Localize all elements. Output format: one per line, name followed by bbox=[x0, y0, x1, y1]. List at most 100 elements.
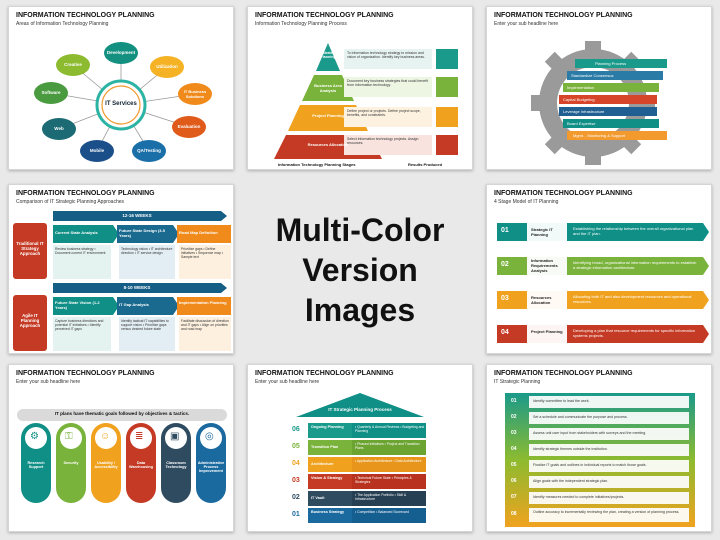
list-number: 04 bbox=[511, 446, 517, 452]
gear-bar: Mgmt. , Monitoring & Support bbox=[573, 133, 626, 138]
bottom-text: Identify tactical IT capabilities to sup… bbox=[121, 319, 169, 332]
step-label: Business Strategy bbox=[311, 510, 345, 514]
slide-subtitle: Comparison of IT Strategic Planning Appr… bbox=[16, 199, 125, 205]
list-step: Finalize IT goals and outlines in indivi… bbox=[533, 463, 647, 467]
step-label: Ongoing Planning bbox=[311, 425, 344, 429]
step-number: 01 bbox=[292, 511, 300, 518]
slide-title: INFORMATION TECHNOLOGY PLANNING bbox=[255, 12, 394, 19]
list-number: 01 bbox=[511, 398, 517, 404]
node-label: Software bbox=[41, 90, 61, 95]
center-title-line2: Version Images bbox=[302, 252, 418, 328]
stage-label: Resources Allocation bbox=[531, 295, 552, 305]
roof-label: IT Strategic Planning Process bbox=[328, 407, 392, 412]
top-text: Prioritize gaps • Define initiatives • S… bbox=[181, 247, 223, 260]
step-number: 02 bbox=[292, 494, 300, 501]
comparison-graphic bbox=[13, 211, 231, 351]
pill-label: Usability / Accessibility bbox=[94, 461, 118, 469]
stage-label: Strategic IT Planning bbox=[531, 227, 553, 237]
step-text: • Application Architecture • Data Archit… bbox=[355, 459, 422, 463]
bottom-text: Capture business directions and potentia… bbox=[55, 319, 104, 332]
classroom-icon: ▣ bbox=[170, 431, 180, 442]
stage-text: Establishing the relationship between th… bbox=[573, 226, 694, 236]
list-step: Align goals with the independent strateg… bbox=[533, 479, 609, 483]
bottom-col: Implementation Planning bbox=[179, 300, 227, 305]
node-software bbox=[34, 82, 68, 104]
stage-number: 03 bbox=[501, 295, 509, 302]
slide-title: INFORMATION TECHNOLOGY PLANNING bbox=[494, 190, 633, 197]
slide-subtitle: Enter your sub headline here bbox=[494, 21, 559, 27]
level-label: Business Area Analysis bbox=[314, 83, 342, 93]
node-label: Utilization bbox=[156, 64, 178, 69]
level-label: Resources Allocation bbox=[307, 142, 349, 147]
node-label: Creative bbox=[64, 62, 82, 67]
level-label: Project Planning bbox=[312, 113, 344, 118]
node-label: Mobile bbox=[89, 148, 105, 153]
hub-circle bbox=[95, 79, 147, 131]
pill-label: Classroom Technology bbox=[165, 461, 187, 469]
list-step: Identify committee to lead the work. bbox=[533, 399, 590, 403]
pill-label: Administrative Process Improvement bbox=[197, 461, 225, 473]
node-business bbox=[178, 83, 212, 105]
step-number: 03 bbox=[292, 477, 300, 484]
list-number: 03 bbox=[511, 430, 517, 436]
slide-title: INFORMATION TECHNOLOGY PLANNING bbox=[255, 370, 394, 377]
list-step: Identify strategic themes outside the in… bbox=[533, 447, 608, 451]
level-text: Document key business strategies that co… bbox=[347, 79, 428, 88]
list-number: 08 bbox=[511, 511, 517, 517]
slide-it-strategic-planning[interactable]: INFORMATION TECHNOLOGY PLANNING IT Strat… bbox=[486, 364, 712, 532]
left-bottom-label: Agile IT Planning Approach bbox=[19, 313, 41, 328]
step-label: Architecture bbox=[311, 462, 334, 466]
node-label: Evaluation bbox=[177, 124, 201, 129]
pills-graphic bbox=[17, 409, 227, 503]
slide-thematic-goals[interactable]: INFORMATION TECHNOLOGY PLANNING Enter yo… bbox=[8, 364, 234, 532]
top-col: Current State Analysis bbox=[55, 230, 98, 235]
pill-label: Security bbox=[63, 461, 79, 465]
center-title-line1: Multi-Color bbox=[275, 212, 445, 248]
lock-icon: ⚿ bbox=[65, 431, 73, 442]
slide-it-services-areas[interactable]: INFORMATION TECHNOLOGY PLANNING Areas of… bbox=[8, 6, 234, 170]
slide-strategic-planning-process[interactable]: INFORMATION TECHNOLOGY PLANNING Enter yo… bbox=[247, 364, 473, 532]
gear-icon: ⚙ bbox=[30, 431, 39, 442]
database-icon: ≣ bbox=[135, 431, 144, 442]
bottom-text: Facilitate discussion of direction and I… bbox=[181, 319, 229, 332]
list-step: Outline accuracy to incrementally review… bbox=[533, 510, 680, 514]
top-col: Future State Design (3-5 Years) bbox=[119, 228, 166, 238]
slide-comparison[interactable]: INFORMATION TECHNOLOGY PLANNING Comparis… bbox=[8, 184, 234, 354]
node-utilization bbox=[150, 56, 184, 78]
list-number: 05 bbox=[511, 462, 517, 468]
slide-subtitle: Areas of Information Technology Planning bbox=[16, 21, 109, 27]
slide-4-stage-model[interactable]: INFORMATION TECHNOLOGY PLANNING 4 Stage … bbox=[486, 184, 712, 354]
step-text: • The Application Portfolio • Skill & In… bbox=[355, 493, 407, 502]
level-label: IT Strategic Planning bbox=[318, 51, 338, 59]
footer-right: Results Produced bbox=[408, 162, 443, 167]
slide-gear[interactable]: INFORMATION TECHNOLOGY PLANNING Enter yo… bbox=[486, 6, 712, 170]
level-text: Select information technology projects. … bbox=[347, 137, 419, 146]
node-development bbox=[104, 42, 138, 64]
stage-number: 01 bbox=[501, 227, 509, 234]
step-number: 06 bbox=[292, 426, 300, 433]
level-text: To information technology strategy to mi… bbox=[347, 51, 426, 60]
footer-left: Information Technology Planning Stages bbox=[278, 162, 356, 167]
stage-number: 04 bbox=[501, 329, 509, 336]
gear-bar: Leverage Infrastructure bbox=[563, 109, 605, 114]
step-label: Transition Plan bbox=[311, 445, 339, 449]
list-step: Identify measures needed to complete ini… bbox=[533, 495, 625, 499]
node-evaluation bbox=[172, 116, 206, 138]
list-number: 02 bbox=[511, 414, 517, 420]
stage-number: 02 bbox=[501, 261, 509, 268]
step-label: IT Vault bbox=[311, 496, 325, 500]
step-number: 05 bbox=[292, 443, 300, 450]
slide-title: INFORMATION TECHNOLOGY PLANNING bbox=[494, 370, 633, 377]
step-label: Vision & Strategy bbox=[311, 476, 343, 480]
slide-subtitle: Enter your sub headline here bbox=[255, 379, 320, 385]
list-step: Set a schedule and communicate the purpo… bbox=[533, 415, 628, 419]
stage-text: Developing a plan that resource requirem… bbox=[573, 328, 696, 338]
node-label: Web bbox=[54, 126, 64, 131]
stage-arrows bbox=[497, 221, 709, 345]
node-mobile bbox=[80, 140, 114, 162]
slide-subtitle: 4 Stage Model of IT Planning bbox=[494, 199, 559, 205]
slide-planning-process-pyramid[interactable]: INFORMATION TECHNOLOGY PLANNING Informat… bbox=[247, 6, 473, 170]
pill-label: Data Warehousing bbox=[129, 461, 153, 469]
gear-bar: Capital Budgeting bbox=[563, 97, 595, 102]
list-number: 06 bbox=[511, 478, 517, 484]
